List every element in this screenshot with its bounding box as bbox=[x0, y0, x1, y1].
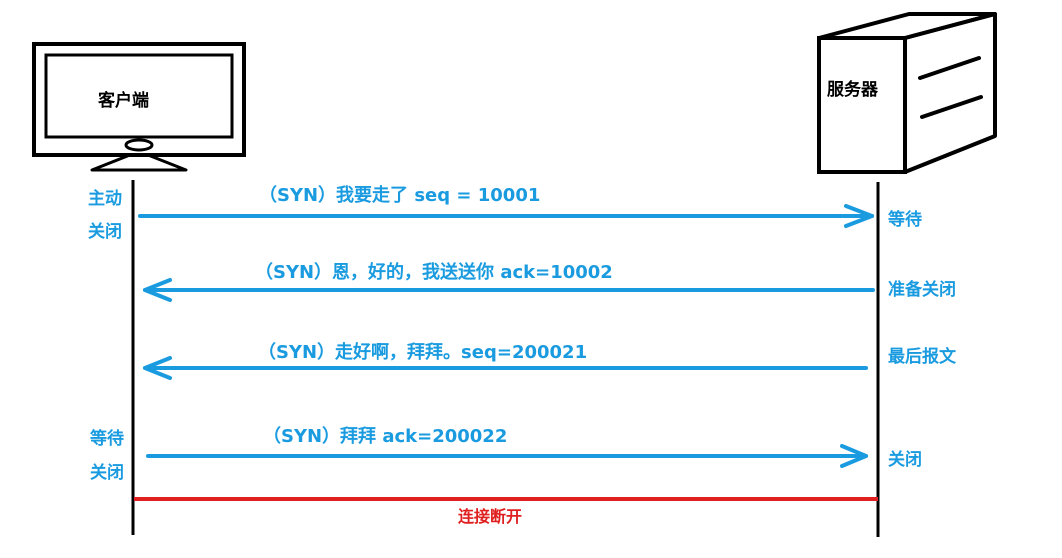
message-arrow-2 bbox=[143, 278, 875, 302]
message-label-2: （SYN）恩，好的，我送送你 ack=10002 bbox=[255, 261, 613, 283]
message-arrow-3 bbox=[143, 356, 868, 380]
message-label-1: （SYN）我要走了 seq = 10001 bbox=[259, 185, 540, 206]
message-arrow-4 bbox=[146, 444, 868, 468]
server-state-closed: 关闭 bbox=[888, 449, 922, 470]
server-label: 服务器 bbox=[827, 79, 879, 100]
client-state-wait-close-line2: 关闭 bbox=[90, 462, 124, 483]
message-label-3: （SYN）走好啊，拜拜。seq=200021 bbox=[258, 341, 587, 363]
client-computer-icon bbox=[32, 42, 246, 172]
client-label: 客户端 bbox=[97, 90, 149, 111]
disconnect-label: 连接断开 bbox=[458, 507, 522, 526]
message-arrow-1 bbox=[138, 204, 874, 228]
server-state-last-packet: 最后报文 bbox=[888, 346, 957, 367]
server-state-waiting: 等待 bbox=[888, 209, 922, 230]
message-label-4: （SYN）拜拜 ack=200022 bbox=[263, 425, 507, 447]
server-state-prepare-close: 准备关闭 bbox=[888, 279, 956, 300]
client-state-active-close-line2: 关闭 bbox=[88, 221, 122, 242]
client-state-active-close-line1: 主动 bbox=[88, 188, 122, 209]
client-state-wait-close-line1: 等待 bbox=[90, 428, 124, 449]
server-tower-icon bbox=[817, 12, 997, 174]
